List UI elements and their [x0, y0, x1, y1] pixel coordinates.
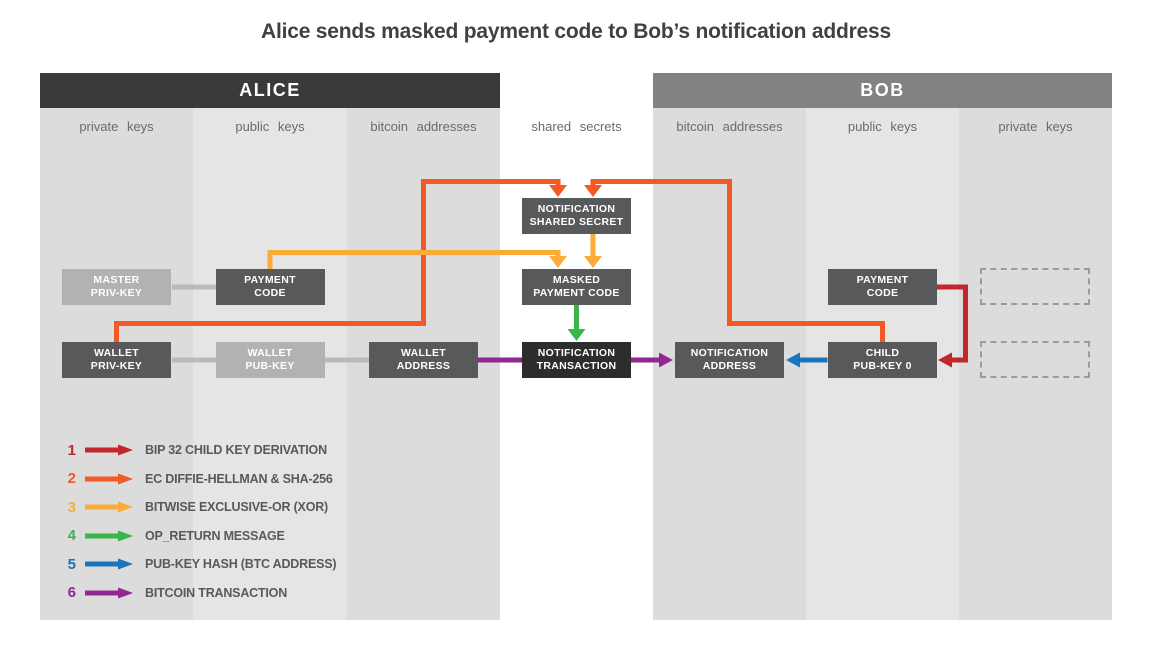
bob-column-label-public-keys: public keys [847, 119, 918, 134]
bob-private-keys-column [959, 108, 1112, 620]
legend-number: 6 [67, 584, 76, 601]
legend-item: 6 BITCOIN TRANSACTION [52, 584, 336, 602]
bob-private-key-placeholder-2 [980, 341, 1090, 378]
payment-code-bob-node: PAYMENT CODE [828, 269, 937, 305]
legend-label: PUB-KEY HASH (BTC ADDRESS) [145, 557, 337, 571]
edge-op-return-message [567, 305, 586, 341]
legend-label: BIP 32 CHILD KEY DERIVATION [145, 443, 327, 457]
legend-item: 1 BIP 32 CHILD KEY DERIVATION [52, 441, 336, 459]
alice-header: ALICE [40, 73, 500, 108]
diagram-title: Alice sends masked payment code to Bob’s… [260, 20, 892, 43]
alice-column-label-private-keys: private keys [79, 119, 154, 134]
wallet-pub-key-node: WALLET PUB-KEY [215, 342, 325, 378]
legend-arrow-icon [85, 473, 133, 484]
legend-arrow-icon [85, 587, 133, 598]
legend-arrow-icon [85, 444, 133, 456]
masked-payment-code-node: MASKED PAYMENT CODE [522, 269, 631, 305]
legend-label: BITWISE EXCLUSIVE-OR (XOR) [145, 500, 329, 514]
legend-arrow-icon [85, 558, 133, 570]
legend-number: 2 [67, 470, 76, 487]
edge-xor-from-shared-secret [584, 233, 602, 268]
legend: 1 BIP 32 CHILD KEY DERIVATION 2 EC DIFFI… [52, 441, 337, 612]
legend-item: 4 OP_RETURN MESSAGE [52, 527, 336, 545]
legend-number: 1 [67, 441, 76, 459]
wallet-address-node: WALLET ADDRESS [369, 342, 478, 378]
legend-label: OP_RETURN MESSAGE [145, 528, 285, 543]
alice-column-label-public-keys: public keys [235, 119, 305, 134]
legend-number: 4 [67, 527, 76, 544]
legend-item: 5 PUB-KEY HASH (BTC ADDRESS) [52, 555, 337, 573]
notification-address-node: NOTIFICATION ADDRESS [675, 342, 784, 378]
shared-secrets-column-label: shared secrets [531, 119, 622, 134]
wallet-priv-key-node: WALLET PRIV-KEY [62, 342, 171, 378]
master-priv-key-node: MASTER PRIV-KEY [62, 269, 171, 305]
legend-item: 3 BITWISE EXCLUSIVE-OR (XOR) [52, 498, 336, 516]
child-pub-key-0-node: CHILD PUB-KEY 0 [828, 342, 937, 378]
legend-label: EC DIFFIE-HELLMAN & SHA-256 [145, 471, 333, 486]
alice-column-label-bitcoin-addresses: bitcoin addresses [370, 119, 477, 134]
bob-column-label-bitcoin-addresses: bitcoin addresses [676, 119, 783, 134]
legend-arrow-icon [85, 530, 133, 541]
notification-transaction-node: NOTIFICATION TRANSACTION [522, 342, 631, 378]
legend-number: 3 [67, 498, 76, 516]
bob-header: BOB [653, 73, 1112, 108]
payment-code-alice-node: PAYMENT CODE [215, 269, 325, 305]
legend-item: 2 EC DIFFIE-HELLMAN & SHA-256 [52, 470, 336, 488]
notification-shared-secret-node: NOTIFICATION SHARED SECRET [522, 198, 631, 234]
legend-label: BITCOIN TRANSACTION [145, 585, 288, 600]
bob-column-label-private-keys: private keys [998, 119, 1073, 134]
bob-private-key-placeholder-1 [980, 268, 1090, 305]
legend-arrow-icon [85, 501, 133, 513]
legend-number: 5 [67, 555, 76, 573]
